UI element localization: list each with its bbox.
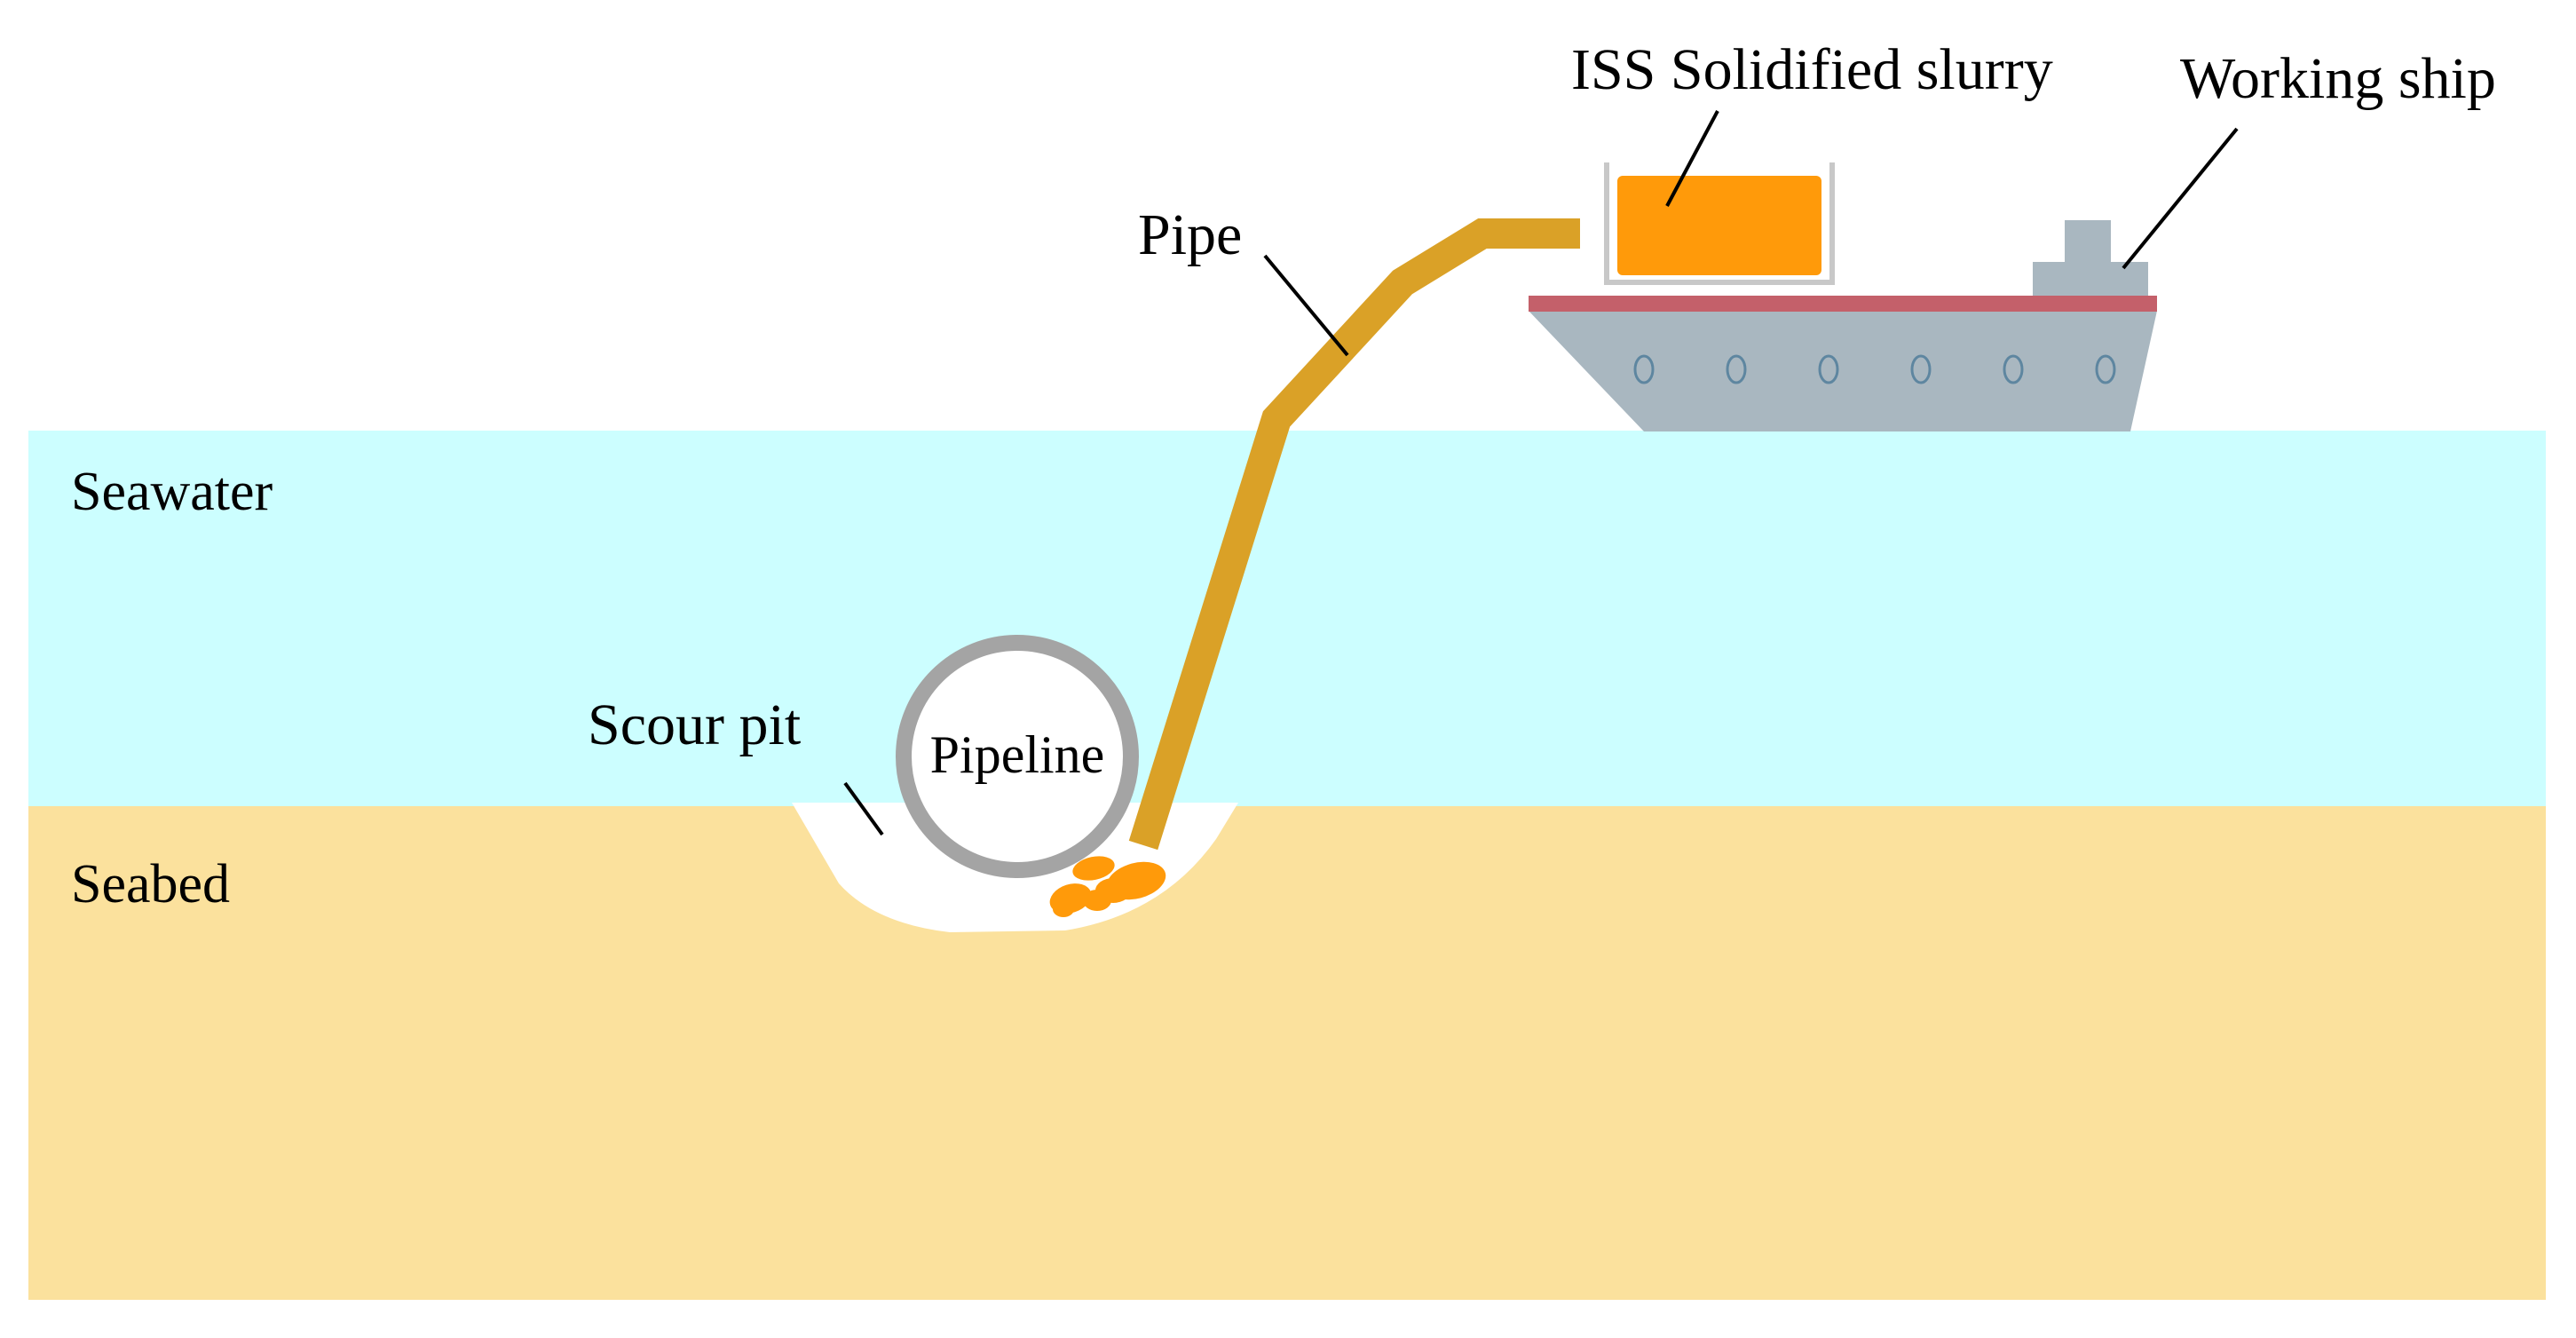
seawater-region (28, 431, 2546, 808)
slurry-container (1604, 162, 1835, 285)
seawater-label: Seawater (71, 462, 273, 522)
slurry-leader-line (1665, 110, 1719, 207)
seabed-label: Seabed (71, 854, 230, 914)
scour-pit-leader-line (843, 781, 884, 836)
slurry-deposit (1049, 856, 1166, 917)
ship-label: Working ship (2180, 46, 2496, 111)
pipeline-label: Pipeline (930, 725, 1105, 784)
slurry-label: ISS Solidified slurry (1571, 37, 2053, 102)
ship-leader-line (2122, 127, 2239, 270)
pipe-leader-line (1263, 254, 1349, 357)
ship-hull (1529, 311, 2157, 431)
ship-deck (1529, 296, 2157, 312)
delivery-pipe (1128, 218, 1580, 851)
ship-portholes (1633, 354, 2116, 384)
pipeline-ring (896, 635, 1139, 878)
slurry-block (1617, 176, 1821, 275)
pipe-label: Pipe (1138, 202, 1242, 267)
working-ship (1529, 162, 2157, 431)
ship-cabin (2033, 220, 2148, 297)
scour-pit-label: Scour pit (588, 693, 801, 757)
seabed-region (28, 806, 2546, 1300)
